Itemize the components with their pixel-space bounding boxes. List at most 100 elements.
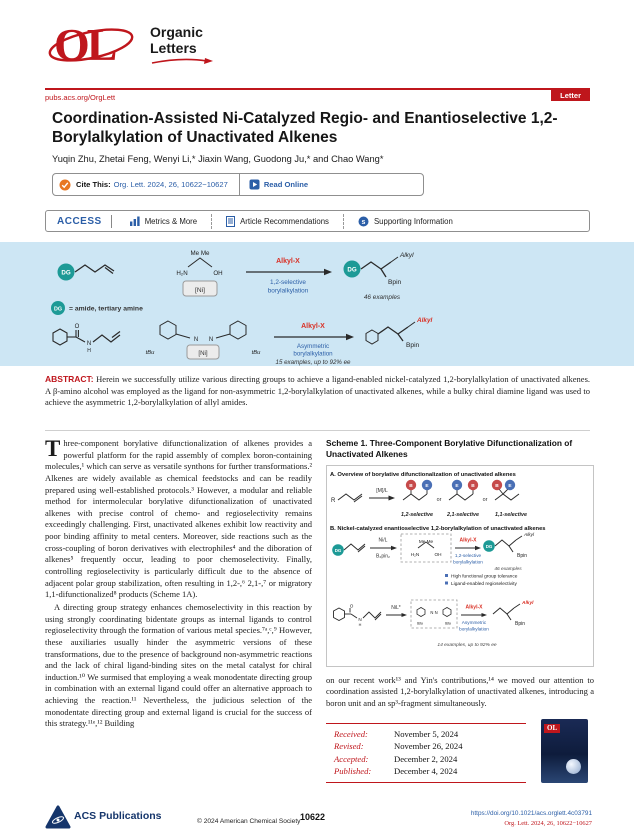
- article-recommendations-link[interactable]: Article Recommendations: [212, 215, 343, 227]
- sel-12-label: 1,2-selective: [401, 512, 433, 518]
- metrics-label: Metrics & More: [144, 216, 198, 226]
- journal-cover-thumbnail: OL: [541, 718, 588, 783]
- b2pin2-label: B₂pin₂: [376, 553, 390, 559]
- asym-line2: borylalkylation: [459, 626, 489, 631]
- selective-label-2: borylalkylation: [268, 288, 309, 295]
- nil-star-label: NiL*: [391, 605, 401, 611]
- ligand-me-label: Me Me: [191, 250, 210, 257]
- h-atom: H: [87, 348, 91, 354]
- scheme-1-figure: A. Overview of borylative difunctionaliz…: [326, 464, 594, 667]
- received-label: Received:: [334, 728, 368, 739]
- supporting-information-link[interactable]: s Supporting Information: [344, 216, 467, 227]
- masthead: OL Organic Letters: [46, 16, 214, 74]
- organic-letters-logo: OL: [48, 19, 134, 70]
- cite-this-label: Cite This:: [76, 180, 111, 189]
- article-type-badge: Letter: [551, 89, 590, 101]
- access-bar: ACCESS Metrics & More Article Recommenda…: [45, 210, 590, 232]
- dg-circle-label: DG: [54, 306, 62, 312]
- abstract-label: ABSTRACT:: [45, 374, 94, 384]
- paragraph-3: on our recent work¹³ and Yin's contribut…: [326, 674, 594, 709]
- journal-name-word1: Organic: [150, 23, 203, 40]
- alkyl-label: Alkyl: [399, 252, 414, 259]
- asymmetric-label-1: Asymmetric: [297, 343, 329, 350]
- boron-circle: B: [471, 483, 475, 489]
- boron-circle: B: [409, 483, 413, 489]
- metal-ligand-label: [M]/L: [376, 488, 388, 494]
- cite-badge-icon: [59, 179, 71, 190]
- citation-link[interactable]: Org. Lett. 2024, 26, 10622−10627: [113, 180, 228, 189]
- dg-circle-label: DG: [61, 270, 70, 277]
- bpin-label: Bpin: [406, 342, 420, 349]
- published-row: Published:December 4, 2024: [326, 765, 526, 777]
- electrophile-circle: E: [425, 483, 429, 489]
- bpin-label: Bpin: [515, 621, 525, 627]
- or-label: or: [483, 497, 488, 503]
- access-link[interactable]: ACCESS: [57, 215, 102, 227]
- part-a-title: A. Overview of borylative difunctionaliz…: [330, 472, 516, 478]
- paragraph-2: A directing group strategy enhances chem…: [45, 601, 312, 729]
- page-number: 10622: [300, 812, 326, 822]
- read-online-button[interactable]: Read Online: [249, 179, 318, 190]
- divider: [342, 213, 344, 229]
- or-label: or: [437, 497, 442, 503]
- divider: [238, 174, 240, 195]
- h-atom: H: [359, 623, 362, 627]
- boron-circle: B: [495, 483, 499, 489]
- journal-name: Organic Letters: [150, 24, 214, 66]
- cite-bar: Cite This: Org. Lett. 2024, 26, 10622−10…: [52, 173, 424, 196]
- bullet-1: High functional group tolerance: [451, 573, 518, 579]
- alkyl-label-red: Alkyl: [521, 600, 534, 606]
- journal-citation: Org. Lett. 2024, 26, 10622−10627: [504, 819, 592, 827]
- doi-link[interactable]: https://doi.org/10.1021/acs.orglett.4c03…: [470, 810, 592, 817]
- metrics-link[interactable]: Metrics & More: [116, 216, 211, 226]
- acs-publications-logo[interactable]: ACS Publications: [74, 810, 162, 822]
- sel-line2: borylalkylation: [453, 559, 483, 564]
- revised-row: Revised:November 26, 2024: [326, 740, 526, 752]
- dg-circle-label: DG: [486, 544, 493, 549]
- ligand-n-atom: N: [194, 337, 198, 343]
- accepted-row: Accepted:December 2, 2024: [326, 753, 526, 765]
- ligand-oh-label: OH: [434, 552, 441, 557]
- abstract: ABSTRACT: Herein we successfully utilize…: [45, 374, 590, 409]
- alkyl-x-label: Alkyl-X: [466, 604, 484, 610]
- ligand-me-label: Me Me: [419, 539, 434, 544]
- examples-46-label: 46 examples: [364, 294, 401, 301]
- published-label: Published:: [334, 766, 372, 777]
- o-atom: O: [350, 603, 354, 608]
- electrophile-circle: E: [455, 483, 459, 489]
- received-row: Received:November 5, 2024: [326, 728, 526, 740]
- logo-initials: OL: [54, 19, 116, 70]
- bar-chart-icon: [129, 216, 140, 226]
- graphical-abstract-art: DG Me Me H₂N OH [Ni] Alkyl-X 1,2-selecti…: [51, 250, 432, 366]
- tbu-label: tBu: [146, 350, 155, 356]
- ni-l-label: Ni/L: [379, 537, 388, 543]
- bullet-2: Ligand-enabled regioselectivity: [451, 581, 517, 587]
- journal-url-link[interactable]: pubs.acs.org/OrgLett: [45, 93, 116, 102]
- asym-line1: Asymmetric: [462, 620, 487, 625]
- sel-line1: 1,2-selective: [455, 553, 482, 558]
- right-column: Scheme 1. Three-Component Borylative Dif…: [326, 438, 594, 795]
- selective-label-1: 1,2-selective: [270, 279, 306, 286]
- alkyl-x-label: Alkyl-X: [301, 323, 325, 330]
- copyright-notice: © 2024 American Chemical Society: [197, 818, 301, 825]
- bpin-label: Bpin: [517, 553, 527, 559]
- asymmetric-label-2: borylalkylation: [293, 351, 333, 358]
- footer-citation-block: https://doi.org/10.1021/acs.orglett.4c03…: [471, 809, 592, 829]
- graphical-abstract: DG Me Me H₂N OH [Ni] Alkyl-X 1,2-selecti…: [0, 242, 634, 366]
- section-rule: [45, 430, 590, 431]
- nickel-badge: [Ni]: [198, 350, 208, 357]
- dg-circle-label: DG: [335, 548, 342, 553]
- ligand-oh-label: OH: [213, 270, 222, 277]
- logo-swoosh-icon: [151, 58, 213, 65]
- cover-logo: OL: [544, 723, 561, 733]
- nickel-badge: [Ni]: [195, 287, 205, 294]
- abstract-text: Herein we successfully utilize various d…: [45, 374, 591, 408]
- examples-15-label: 15 examples, up to 92% ee: [276, 359, 352, 366]
- o-atom: O: [75, 324, 80, 330]
- accepted-value: December 2, 2024: [394, 753, 458, 764]
- scheme-1-art: A. Overview of borylative difunctionaliz…: [330, 472, 546, 648]
- sel-21-label: 2,1-selective: [446, 512, 479, 518]
- article-title: Coordination-Assisted Ni-Catalyzed Regio…: [52, 110, 558, 147]
